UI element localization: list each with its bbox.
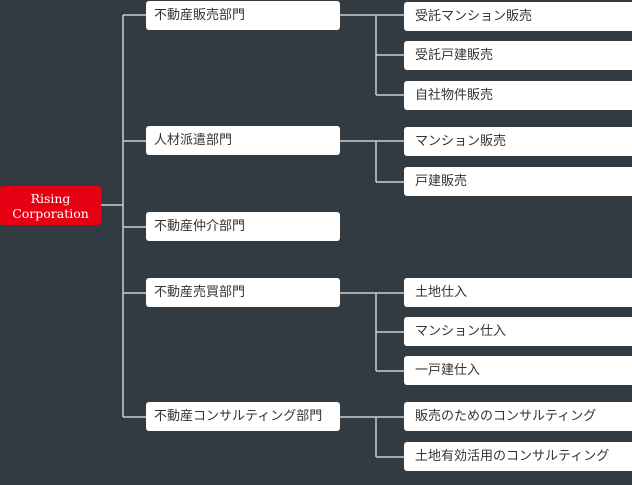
sub-division-node: 受託マンション販売 <box>404 2 632 31</box>
sub-division-node: マンション販売 <box>404 127 632 156</box>
department-node: 不動産仲介部門 <box>146 212 340 241</box>
root-label-line1: Rising <box>30 190 71 206</box>
department-node: 不動産コンサルティング部門 <box>146 402 340 431</box>
sub-division-node: 戸建販売 <box>404 167 632 196</box>
sub-division-node: 一戸建仕入 <box>404 356 632 385</box>
department-node: 不動産売買部門 <box>146 278 340 307</box>
department-node: 不動産販売部門 <box>146 1 340 30</box>
root-node-rising-corporation: Rising Corporation <box>0 186 101 225</box>
sub-division-node: 土地仕入 <box>404 278 632 307</box>
sub-division-node: 受託戸建販売 <box>404 41 632 70</box>
sub-division-node: マンション仕入 <box>404 317 632 346</box>
sub-division-node: 自社物件販売 <box>404 81 632 110</box>
department-node: 人材派遣部門 <box>146 126 340 155</box>
sub-division-node: 土地有効活用のコンサルティング <box>404 442 632 471</box>
root-label-line2: Corporation <box>12 205 89 221</box>
sub-division-node: 販売のためのコンサルティング <box>404 402 632 431</box>
